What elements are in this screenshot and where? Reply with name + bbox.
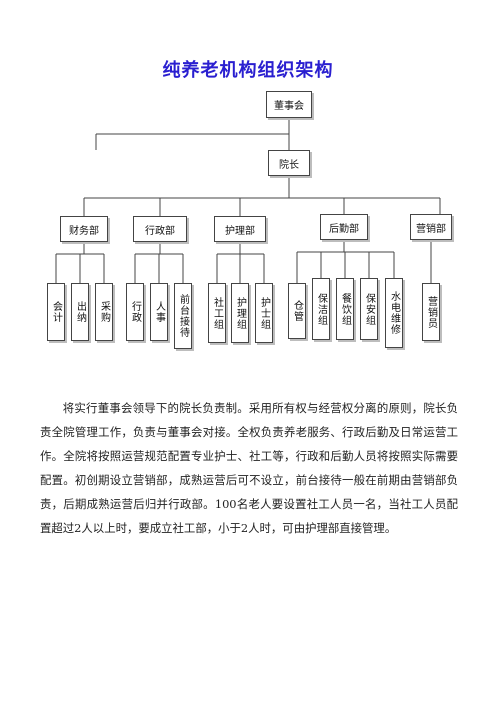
unit-administration-box: 行政 xyxy=(126,283,144,341)
unit-social-work-box: 社工组 xyxy=(208,283,226,343)
dept-nursing-box: 护理部 xyxy=(214,216,266,242)
unit-maintenance-box: 水电维修 xyxy=(385,278,403,348)
dept-finance-box: 财务部 xyxy=(60,216,108,242)
director-box: 院长 xyxy=(268,150,310,176)
unit-cashier-box: 出纳 xyxy=(71,283,89,341)
unit-care-box: 护理组 xyxy=(231,283,249,343)
dept-logistics-box: 后勤部 xyxy=(320,214,368,240)
unit-hr-box: 人事 xyxy=(150,283,168,341)
page-title: 纯养老机构组织架构 xyxy=(162,60,334,81)
dept-marketing-box: 营销部 xyxy=(410,214,452,240)
unit-reception-box: 前台接待 xyxy=(174,283,192,349)
unit-sales-box: 营销员 xyxy=(422,283,440,341)
unit-catering-box: 餐饮组 xyxy=(336,278,354,340)
unit-accounting-box: 会计 xyxy=(47,283,65,341)
board-box: 董事会 xyxy=(266,91,312,118)
unit-security-box: 保安组 xyxy=(360,278,378,340)
unit-cleaning-box: 保洁组 xyxy=(312,278,330,340)
unit-nurse-box: 护士组 xyxy=(255,283,273,343)
description-paragraph: 将实行董事会领导下的院长负责制。采用所有权与经营权分离的原则，院长负责全院管理工… xyxy=(40,401,458,535)
unit-warehouse-box: 仓管 xyxy=(288,283,306,339)
dept-admin-box: 行政部 xyxy=(133,216,187,242)
unit-purchasing-box: 采购 xyxy=(95,283,113,341)
